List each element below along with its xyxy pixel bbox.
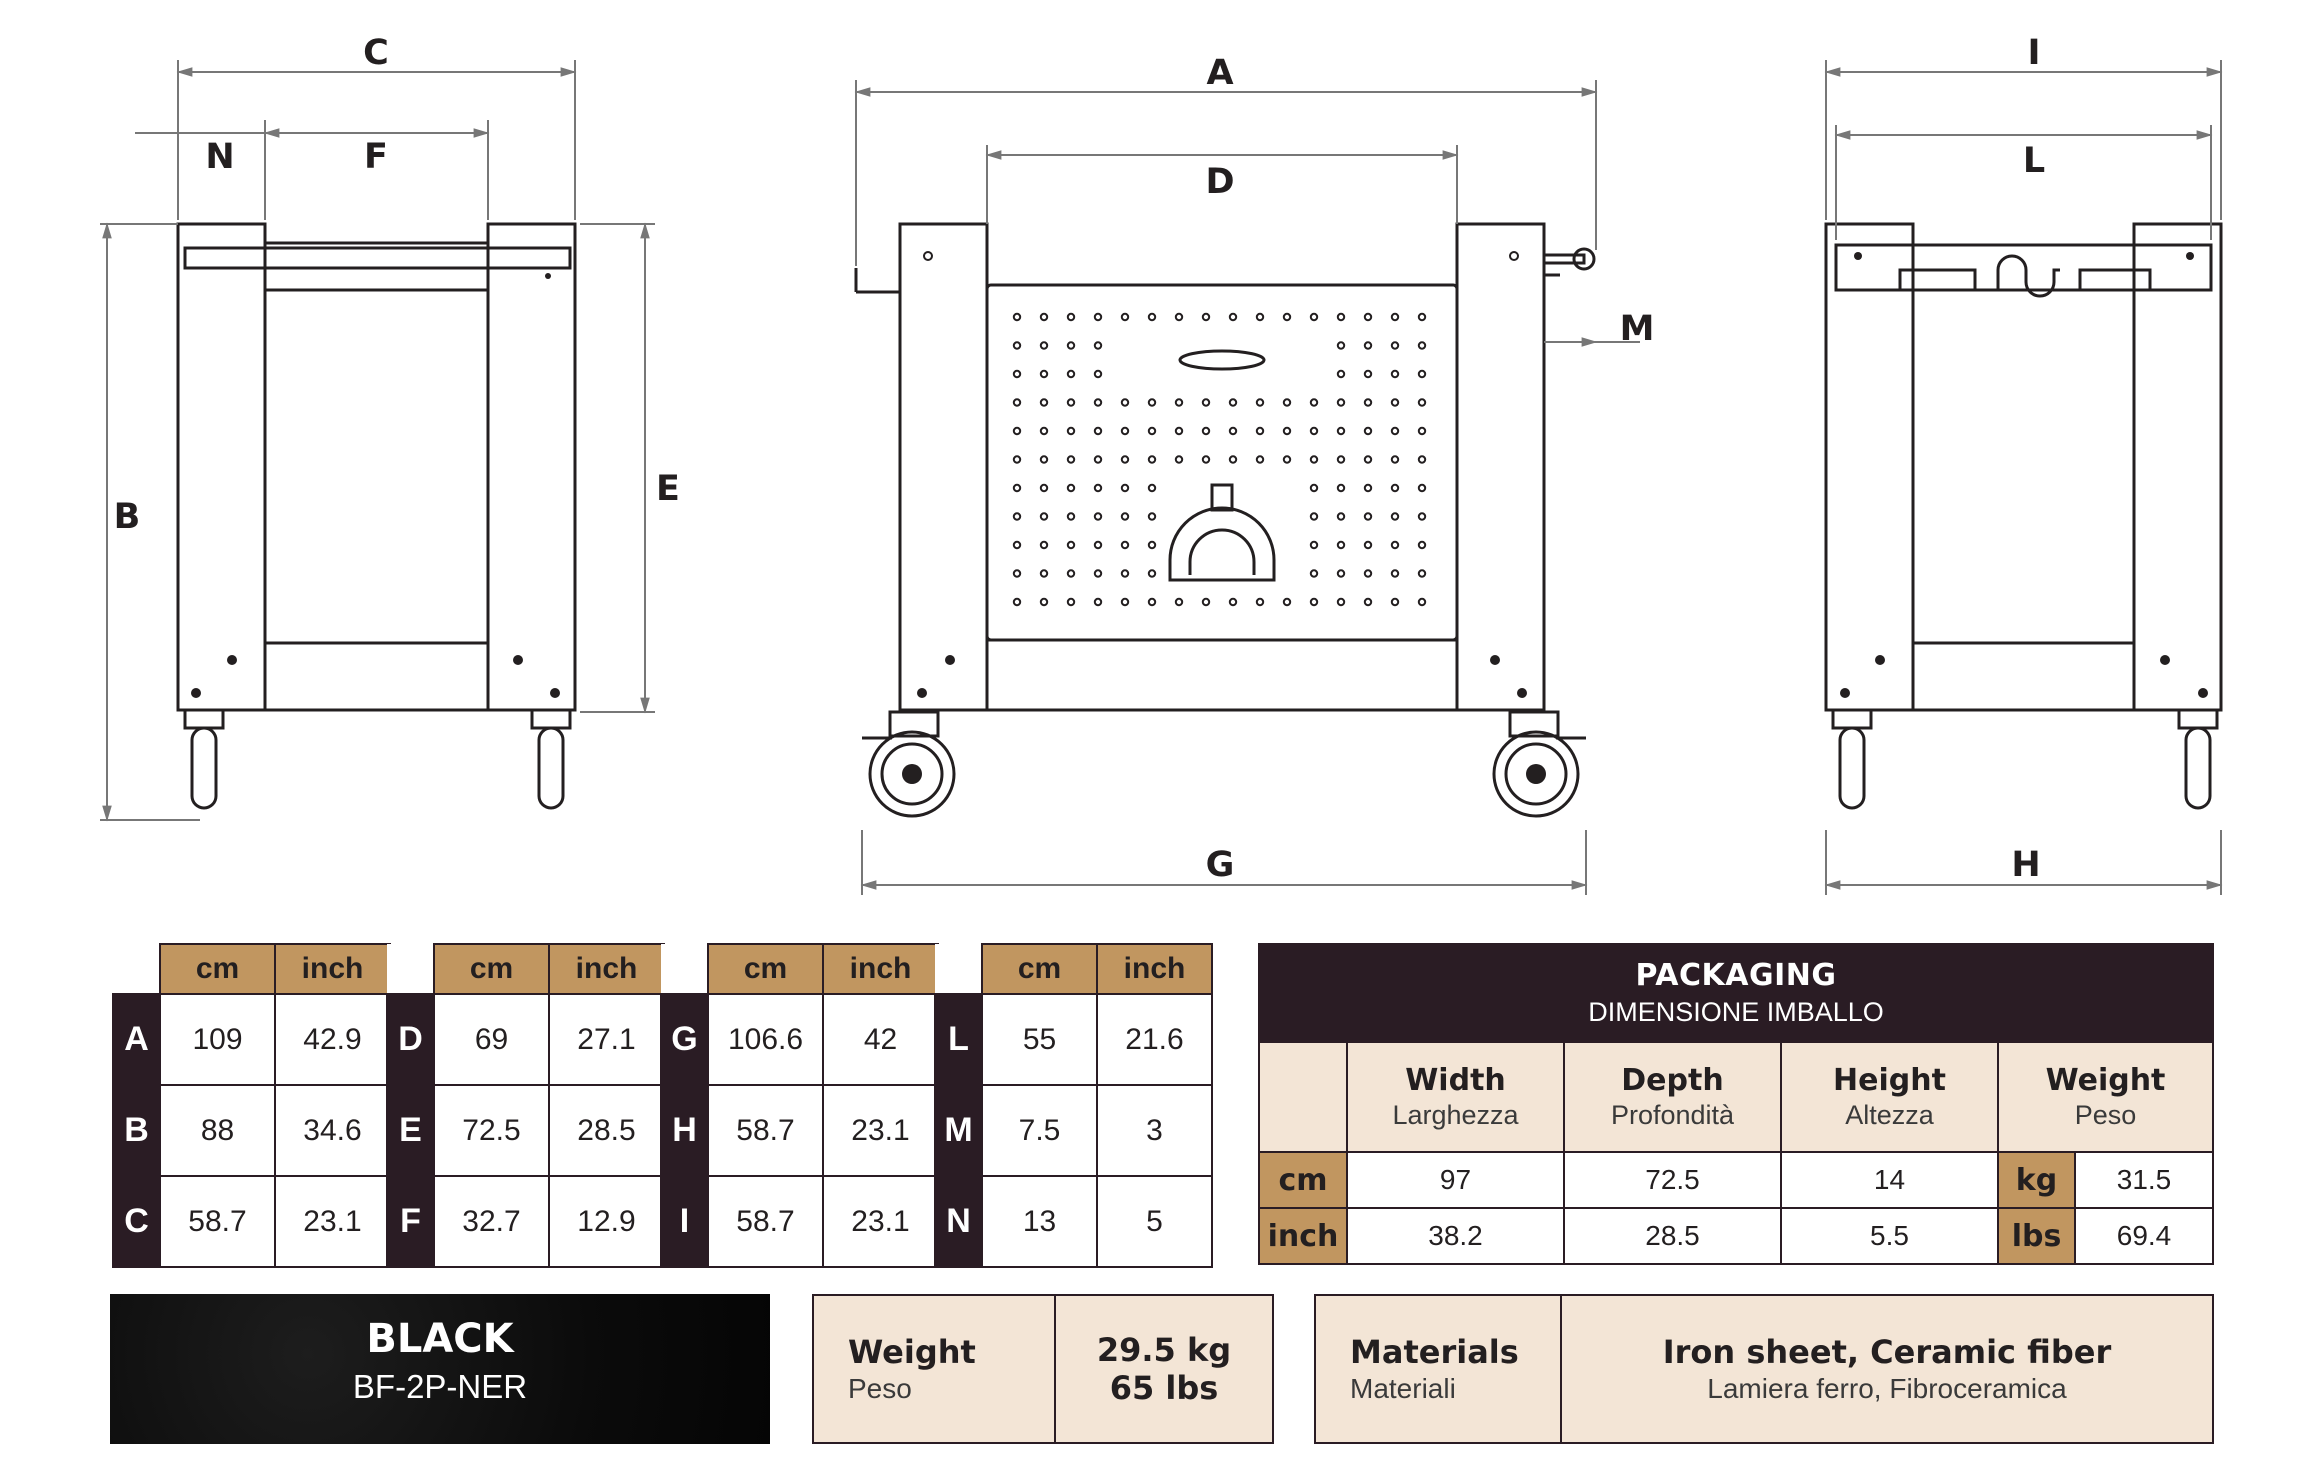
color-swatch-black: BLACK BF-2P-NER bbox=[110, 1294, 770, 1444]
perforated-panel bbox=[1012, 312, 1427, 607]
dim-label-n: N bbox=[205, 137, 234, 177]
bolts-left bbox=[191, 273, 560, 698]
dim-label-m: M bbox=[1620, 309, 1655, 349]
materials-box: Materials Materiali Iron sheet, Ceramic … bbox=[1314, 1294, 2214, 1444]
dim-label-b: B bbox=[114, 497, 141, 537]
dim-label-h: H bbox=[2011, 845, 2040, 885]
dim-label-f: F bbox=[364, 137, 388, 177]
weight-label: Weight bbox=[848, 1333, 976, 1371]
packaging-title-cell: PACKAGING DIMENSIONE IMBALLO bbox=[1258, 943, 2214, 1043]
front-view bbox=[854, 222, 1596, 818]
packaging-subtitle: DIMENSIONE IMBALLO bbox=[1588, 997, 1884, 1027]
packaging-row-cm: cm 97 72.5 14 kg 31.5 bbox=[1258, 1151, 2214, 1209]
materials-sub: Materiali bbox=[1350, 1373, 1456, 1404]
front-view-fills bbox=[902, 655, 1546, 784]
weight-kg: 29.5 kg bbox=[1096, 1331, 1232, 1369]
materials-label: Materials bbox=[1350, 1333, 1519, 1371]
color-code: BF-2P-NER bbox=[352, 1368, 528, 1405]
side-view-right bbox=[1824, 222, 2223, 810]
dim-label-i: I bbox=[2027, 33, 2040, 73]
weight-box: Weight Peso 29.5 kg 65 lbs bbox=[812, 1294, 1274, 1444]
packaging-title: PACKAGING bbox=[1635, 958, 1837, 993]
weight-sub: Peso bbox=[848, 1373, 912, 1404]
dim-label-c: C bbox=[363, 33, 389, 73]
dim-label-d: D bbox=[1205, 162, 1234, 202]
technical-drawings: C N F B E bbox=[100, 33, 2223, 895]
dim-label-e: E bbox=[656, 469, 680, 509]
dim-label-l: L bbox=[2023, 141, 2045, 181]
dim-label-g: G bbox=[1206, 845, 1235, 885]
color-name: BLACK bbox=[366, 1316, 514, 1362]
packaging-row-inch: inch 38.2 28.5 5.5 lbs 69.4 bbox=[1258, 1207, 2214, 1265]
materials-value-sub: Lamiera ferro, Fibroceramica bbox=[1707, 1373, 2067, 1404]
weight-lbs: 65 lbs bbox=[1109, 1369, 1219, 1407]
materials-value: Iron sheet, Ceramic fiber bbox=[1662, 1333, 2112, 1371]
side-view-left bbox=[176, 222, 577, 810]
dim-label-a: A bbox=[1206, 53, 1233, 93]
